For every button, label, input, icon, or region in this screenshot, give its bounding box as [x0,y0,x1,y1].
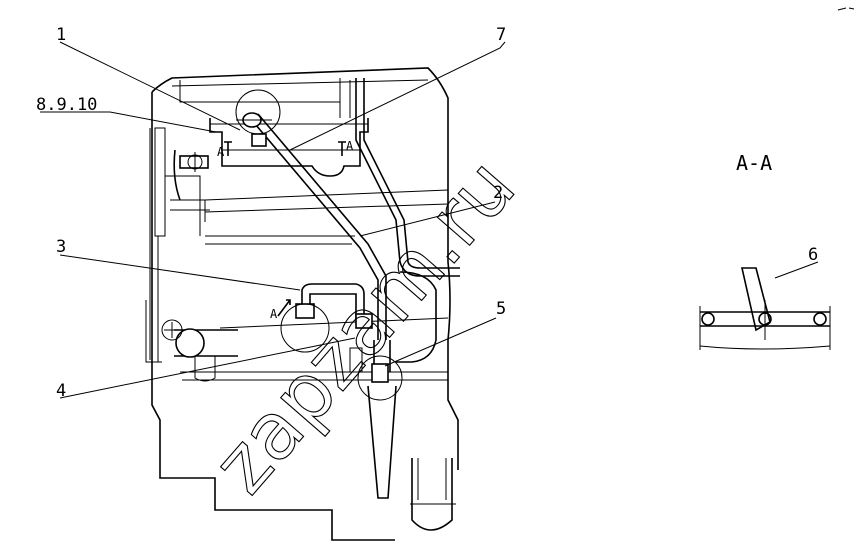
leader-lines [40,41,819,399]
horizontal-rails [180,189,449,381]
corner-mark [837,7,855,11]
left-side-plate [145,127,210,363]
section-mark-right: A [346,139,354,153]
cross-tube [161,319,238,382]
section-detail [699,267,831,350]
view-mark: A [270,307,278,321]
callout-1: 1 [56,25,66,45]
upper-bracket [209,80,369,177]
pump-fitting [179,152,209,172]
section-title: A-A [736,151,772,175]
pipe-7 [249,113,387,340]
pipe-2 [355,78,460,277]
callout-8-9-10: 8.9.10 [36,95,97,115]
callout-3: 3 [56,237,66,257]
section-arrows [224,141,346,317]
callout-5: 5 [496,299,506,319]
callout-6: 6 [808,245,818,265]
callout-7: 7 [496,25,506,45]
pipe-5 [349,271,437,499]
bottom-cylinder [410,458,456,531]
top-fitting [235,89,281,147]
callout-4: 4 [56,381,66,401]
callout-2: 2 [493,183,503,203]
housing-outline [151,67,459,541]
section-mark-left: A [217,145,225,159]
tube-3 [280,283,373,353]
